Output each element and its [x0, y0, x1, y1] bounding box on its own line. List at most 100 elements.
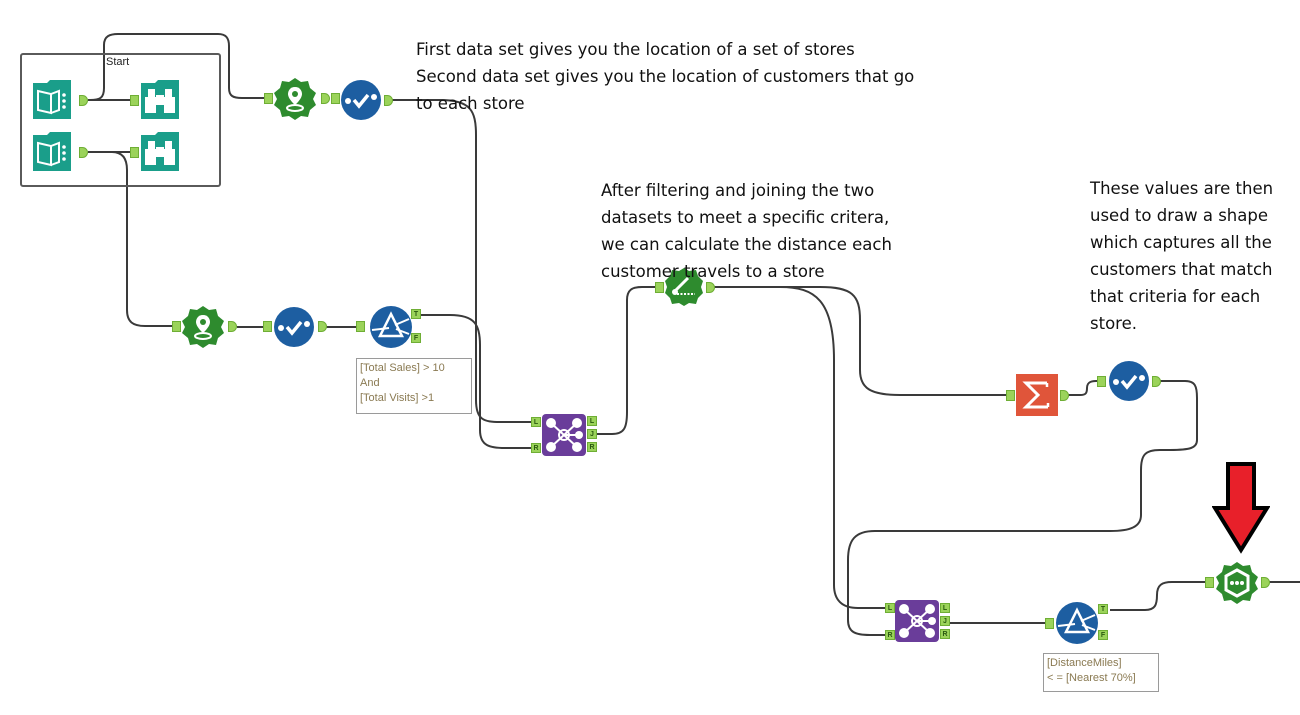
output-anchor[interactable] [1060, 390, 1069, 401]
annotation-line: Second data set gives you the location o… [416, 67, 915, 86]
output-anchor[interactable] [1261, 577, 1270, 588]
input-anchor[interactable] [130, 147, 139, 158]
annotation-filter-join: After filtering and joining the two data… [601, 177, 892, 285]
annotation-line: After filtering and joining the two [601, 181, 875, 200]
connection-input-customers-createpoints [90, 151, 172, 327]
input-anchor[interactable] [655, 282, 664, 293]
tool-join-2[interactable] [895, 600, 939, 646]
annotation-line: First data set gives you the location of… [416, 40, 855, 59]
join-left-output-anchor[interactable]: L [587, 416, 597, 426]
tool-filter-customers[interactable] [369, 305, 413, 353]
tool-create-points-customers[interactable] [181, 305, 225, 353]
tool-create-points-stores[interactable] [273, 77, 317, 125]
annotation-line: we can calculate the distance each [601, 235, 892, 254]
connection-summarize-select [1068, 380, 1099, 396]
input-anchor[interactable] [331, 93, 340, 104]
output-anchor[interactable] [384, 95, 393, 106]
check-icon [274, 307, 314, 347]
join-right-output-anchor[interactable]: R [587, 442, 597, 452]
output-anchor[interactable] [321, 93, 330, 104]
connection-filter-polybuild [1110, 581, 1205, 611]
tool-select-customers[interactable] [273, 306, 315, 352]
caption-line: [Total Visits] >1 [360, 392, 435, 404]
annotation-stores-customers: First data set gives you the location of… [416, 36, 914, 117]
tool-browse-customers[interactable] [139, 131, 181, 177]
output-anchor[interactable] [79, 147, 88, 158]
container-title: Start [106, 56, 130, 68]
join-icon [895, 600, 939, 642]
input-anchor[interactable] [1045, 618, 1054, 629]
filter-false-anchor[interactable]: F [411, 333, 421, 343]
book-icon [33, 80, 71, 119]
join-icon [542, 414, 586, 456]
output-anchor[interactable] [706, 282, 715, 293]
tool-select-stores[interactable] [340, 79, 382, 125]
output-anchor[interactable] [79, 95, 88, 106]
map-pin-icon [182, 306, 224, 348]
annotation-draw-shape: These values are then used to draw a sha… [1090, 175, 1273, 337]
tool-filter-distance[interactable] [1055, 601, 1099, 649]
connection-input-stores-createpoints [89, 33, 264, 101]
annotation-line: to each store [416, 94, 525, 113]
input-anchor[interactable] [1006, 390, 1015, 401]
caption-line: And [360, 377, 380, 389]
check-icon [1109, 361, 1149, 401]
join-output-anchor[interactable]: J [940, 616, 950, 626]
check-icon [341, 80, 381, 120]
filter-false-anchor[interactable]: F [1098, 630, 1108, 640]
ruler-icon [665, 268, 703, 306]
connection-select-stores-join [392, 99, 531, 423]
tool-browse-stores[interactable] [139, 79, 181, 125]
tool-container-start[interactable] [20, 53, 221, 187]
polygon-icon [1216, 562, 1258, 604]
output-anchor[interactable] [1152, 376, 1161, 387]
tool-input-customers[interactable] [31, 131, 73, 177]
filter-true-anchor[interactable]: T [411, 309, 421, 319]
input-anchor[interactable] [264, 93, 273, 104]
input-anchor[interactable] [1097, 376, 1106, 387]
prism-icon [1056, 602, 1098, 644]
join-left-input-anchor[interactable]: L [531, 417, 541, 427]
join-left-input-anchor[interactable]: L [885, 603, 895, 613]
tool-poly-build[interactable] [1215, 561, 1259, 609]
filter-true-anchor[interactable]: T [1098, 604, 1108, 614]
tool-select-summary[interactable] [1107, 360, 1151, 406]
filter-distance-caption: [DistanceMiles] < = [Nearest 70%] [1043, 653, 1159, 692]
connection-join-distance [596, 286, 655, 435]
connection-distance-summarize [714, 286, 1006, 396]
annotation-line: datasets to meet a specific critera, [601, 208, 890, 227]
binoculars-icon [141, 80, 179, 119]
annotation-line: used to draw a shape [1090, 206, 1268, 225]
annotation-line: which captures all the [1090, 233, 1272, 252]
book-icon [33, 132, 71, 171]
join-right-input-anchor[interactable]: R [885, 630, 895, 640]
input-anchor[interactable] [130, 95, 139, 106]
join-left-output-anchor[interactable]: L [940, 603, 950, 613]
input-anchor[interactable] [263, 321, 272, 332]
join-output-anchor[interactable]: J [587, 429, 597, 439]
caption-line: < = [Nearest 70%] [1047, 672, 1136, 684]
caption-line: [DistanceMiles] [1047, 657, 1122, 669]
connection-distance-join2 [714, 286, 885, 609]
input-anchor[interactable] [1205, 577, 1214, 588]
tool-input-stores[interactable] [31, 79, 73, 125]
tool-summarize[interactable] [1016, 374, 1058, 420]
output-anchor[interactable] [318, 321, 327, 332]
input-anchor[interactable] [172, 321, 181, 332]
tool-join-1[interactable] [542, 414, 586, 460]
binoculars-icon [141, 132, 179, 171]
input-anchor[interactable] [356, 321, 365, 332]
annotation-line: customer travels to a store [601, 262, 825, 281]
tool-distance[interactable] [664, 267, 704, 311]
output-anchor[interactable] [228, 321, 237, 332]
annotation-line: that criteria for each [1090, 287, 1261, 306]
join-right-output-anchor[interactable]: R [940, 629, 950, 639]
down-arrow-icon [1212, 462, 1270, 554]
caption-line: [Total Sales] > 10 [360, 362, 445, 374]
annotation-line: These values are then [1090, 179, 1274, 198]
map-pin-icon [274, 78, 316, 120]
connection-select-summary-join2 [847, 380, 1198, 636]
join-right-input-anchor[interactable]: R [531, 443, 541, 453]
